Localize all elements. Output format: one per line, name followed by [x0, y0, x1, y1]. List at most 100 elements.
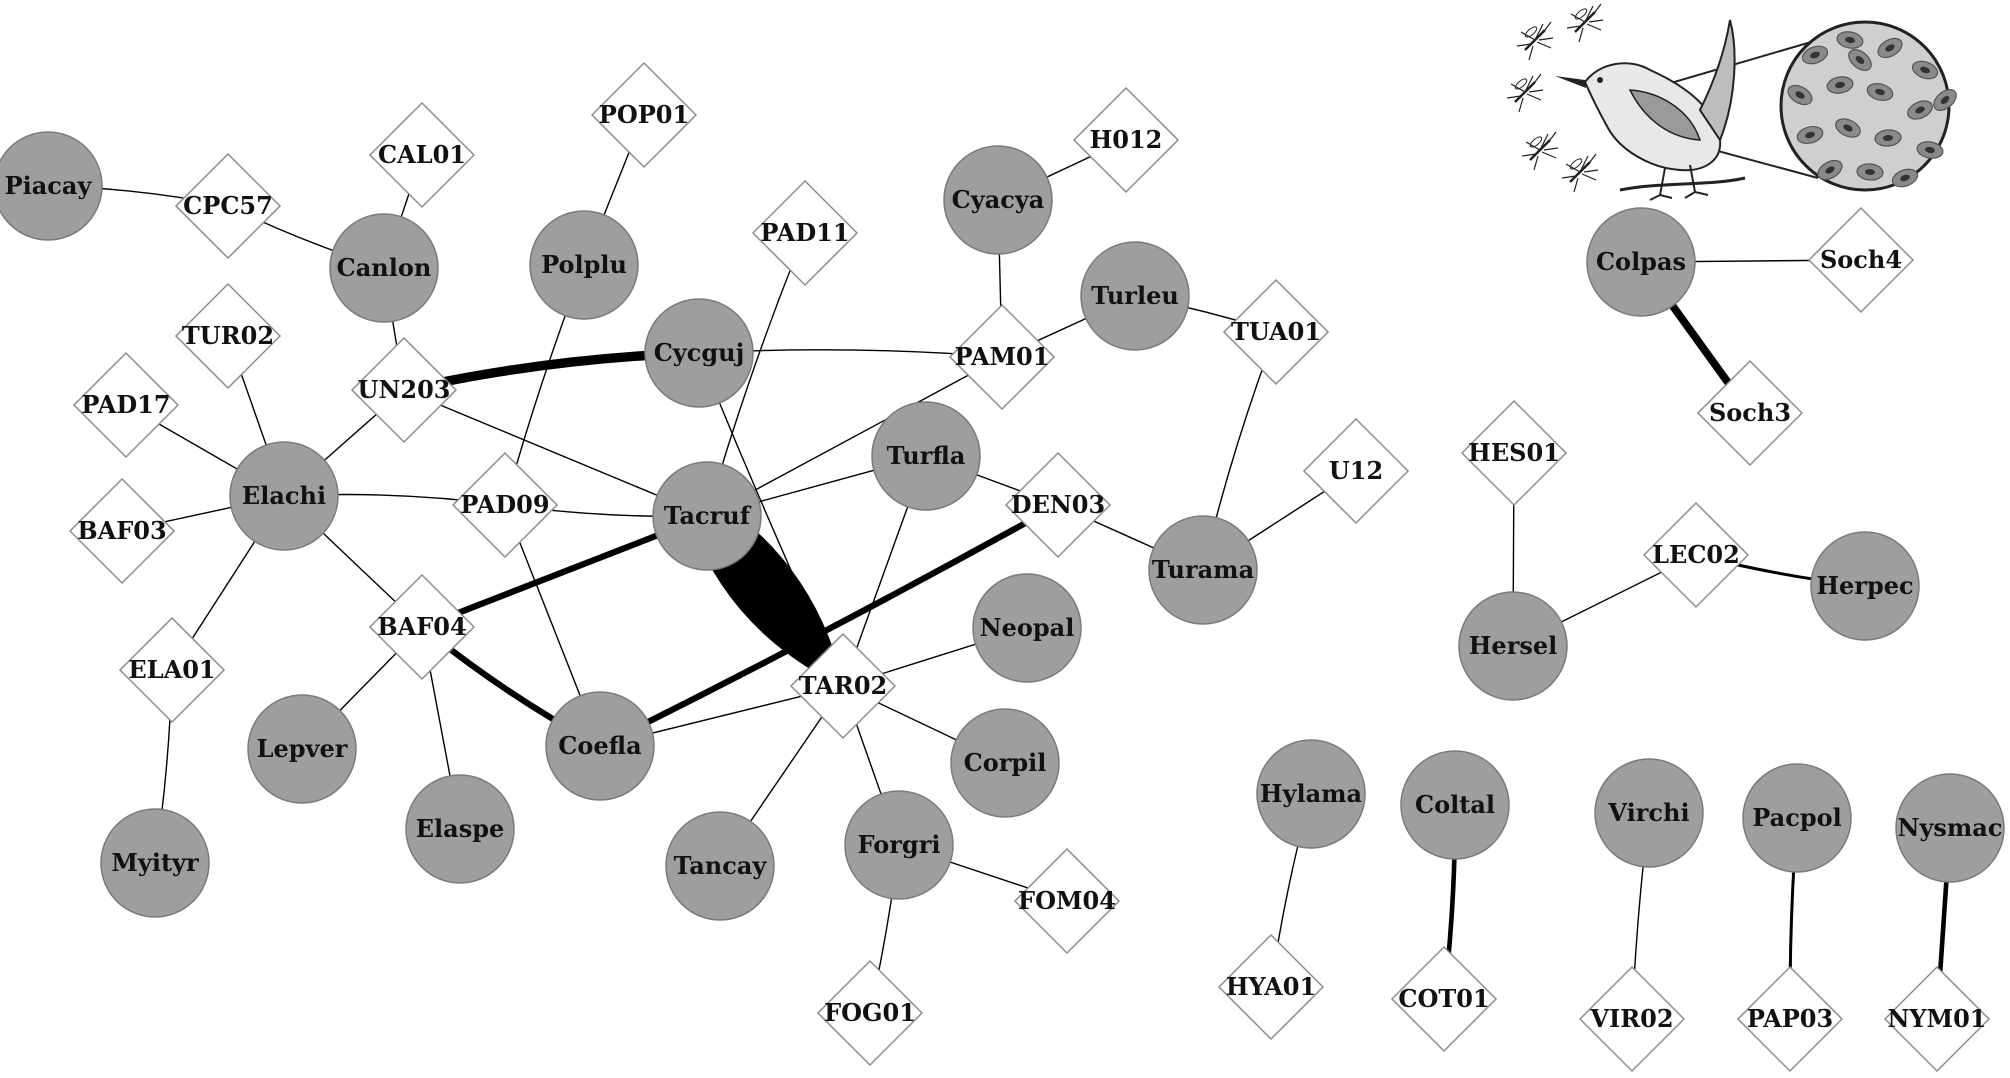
node-label-pacpol: Pacpol [1752, 803, 1841, 832]
parasite-node-u12[interactable]: U12 [1302, 417, 1410, 525]
host-node-polplu[interactable]: Polplu [529, 210, 639, 320]
mosquito-icon [1561, 153, 1599, 193]
host-node-lepver[interactable]: Lepver [247, 694, 357, 804]
parasite-diamond [1807, 206, 1915, 314]
node-label-ela01: ELA01 [128, 655, 215, 684]
host-node-cycguj[interactable]: Cycguj [644, 298, 754, 408]
host-node-hylama[interactable]: Hylama [1256, 739, 1366, 849]
node-label-baf03: BAF03 [77, 516, 166, 545]
host-node-coefla[interactable]: Coefla [545, 691, 655, 801]
parasite-node-baf04[interactable]: BAF04 [368, 573, 476, 681]
parasite-node-den03[interactable]: DEN03 [1004, 451, 1112, 559]
parasite-diamond [368, 101, 476, 209]
host-node-turama[interactable]: Turama [1148, 515, 1258, 625]
parasite-node-tar02[interactable]: TAR02 [789, 632, 897, 740]
parasite-diamond [789, 632, 897, 740]
host-circle [871, 401, 981, 511]
host-node-colpas[interactable]: Colpas [1586, 207, 1696, 317]
node-label-den03: DEN03 [1011, 490, 1105, 519]
parasite-node-hya01[interactable]: HYA01 [1217, 933, 1325, 1041]
parasite-node-un203[interactable]: UN203 [350, 336, 458, 444]
host-node-turleu[interactable]: Turleu [1080, 241, 1190, 351]
host-node-piacay[interactable]: Piacay [0, 131, 103, 241]
parasite-diamond [1072, 86, 1180, 194]
mosquito-icon [1566, 3, 1604, 43]
host-circle [844, 790, 954, 900]
parasite-node-tur02[interactable]: TUR02 [174, 282, 282, 390]
blood-cell-nucleus [1885, 44, 1895, 52]
parasite-node-pad11[interactable]: PAD11 [751, 179, 859, 287]
host-node-virchi[interactable]: Virchi [1594, 758, 1704, 868]
node-label-coefla: Coefla [558, 731, 641, 760]
node-label-piacay: Piacay [5, 171, 93, 200]
node-label-h012: H012 [1090, 125, 1163, 154]
host-node-forgri[interactable]: Forgri [844, 790, 954, 900]
parasite-diamond [1578, 965, 1686, 1073]
parasite-node-pad09[interactable]: PAD09 [451, 451, 559, 559]
parasite-node-baf03[interactable]: BAF03 [68, 477, 176, 585]
edge-den03-coefla [596, 501, 1062, 750]
host-node-myityr[interactable]: Myityr [100, 808, 210, 918]
parasite-node-h012[interactable]: H012 [1072, 86, 1180, 194]
node-label-cyacya: Cyacya [952, 185, 1045, 214]
parasite-node-soch3[interactable]: Soch3 [1696, 359, 1804, 467]
host-circle [652, 461, 762, 571]
node-label-corpil: Corpil [964, 748, 1047, 777]
node-label-pap03: PAP03 [1747, 1004, 1833, 1033]
parasite-node-cal01[interactable]: CAL01 [368, 101, 476, 209]
node-label-pad09: PAD09 [460, 490, 549, 519]
host-node-corpil[interactable]: Corpil [950, 708, 1060, 818]
host-circle [100, 808, 210, 918]
host-node-hersel[interactable]: Hersel [1458, 591, 1568, 701]
host-node-herpec[interactable]: Herpec [1810, 531, 1920, 641]
blood-cell-nucleus [1805, 131, 1815, 139]
parasite-node-fom04[interactable]: FOM04 [1013, 847, 1121, 955]
node-label-elaspe: Elaspe [416, 814, 505, 843]
parasite-node-ela01[interactable]: ELA01 [118, 616, 226, 724]
host-node-tancay[interactable]: Tancay [665, 811, 775, 921]
parasite-diamond [174, 282, 282, 390]
host-circle [1256, 739, 1366, 849]
node-label-cycguj: Cycguj [654, 338, 745, 367]
host-node-tacruf[interactable]: Tacruf [652, 461, 762, 571]
blood-cell-nucleus [1825, 166, 1835, 174]
parasite-node-pam01[interactable]: PAM01 [948, 303, 1056, 411]
parasite-node-fog01[interactable]: FOG01 [816, 959, 924, 1067]
host-node-pacpol[interactable]: Pacpol [1742, 763, 1852, 873]
host-node-elaspe[interactable]: Elaspe [405, 774, 515, 884]
host-node-cyacya[interactable]: Cyacya [943, 145, 1053, 255]
parasite-node-pop01[interactable]: POP01 [590, 61, 698, 169]
node-label-tur02: TUR02 [182, 321, 274, 350]
node-label-hylama: Hylama [1260, 779, 1362, 808]
parasite-node-soch4[interactable]: Soch4 [1807, 206, 1915, 314]
host-node-neopal[interactable]: Neopal [972, 573, 1082, 683]
node-label-polplu: Polplu [541, 250, 627, 279]
host-node-turfla[interactable]: Turfla [871, 401, 981, 511]
parasite-diamond [1390, 945, 1498, 1053]
node-label-hes01: HES01 [1468, 438, 1560, 467]
parasite-node-lec02[interactable]: LEC02 [1642, 501, 1750, 609]
parasite-diamond [1696, 359, 1804, 467]
node-label-nym01: NYM01 [1887, 1004, 1986, 1033]
host-node-coltal[interactable]: Coltal [1400, 750, 1510, 860]
parasite-diamond [72, 351, 180, 459]
parasite-node-cot01[interactable]: COT01 [1390, 945, 1498, 1053]
host-node-canlon[interactable]: Canlon [329, 213, 439, 323]
host-circle [665, 811, 775, 921]
parasite-node-tua01[interactable]: TUA01 [1222, 278, 1330, 386]
parasite-node-pap03[interactable]: PAP03 [1736, 965, 1844, 1073]
host-circle [1080, 241, 1190, 351]
node-label-virchi: Virchi [1607, 798, 1689, 827]
blood-cell-nucleus [1940, 96, 1950, 104]
host-node-nysmac[interactable]: Nysmac [1895, 773, 2005, 883]
parasite-diamond [68, 477, 176, 585]
host-node-elachi[interactable]: Elachi [229, 441, 339, 551]
node-label-myityr: Myityr [111, 848, 199, 877]
parasite-node-nym01[interactable]: NYM01 [1883, 965, 1991, 1073]
parasite-node-vir02[interactable]: VIR02 [1578, 965, 1686, 1073]
node-label-fog01: FOG01 [824, 998, 916, 1027]
parasite-node-cpc57[interactable]: CPC57 [174, 152, 282, 260]
blood-cell-nucleus [1845, 36, 1855, 44]
parasite-node-pad17[interactable]: PAD17 [72, 351, 180, 459]
parasite-node-hes01[interactable]: HES01 [1460, 399, 1568, 507]
